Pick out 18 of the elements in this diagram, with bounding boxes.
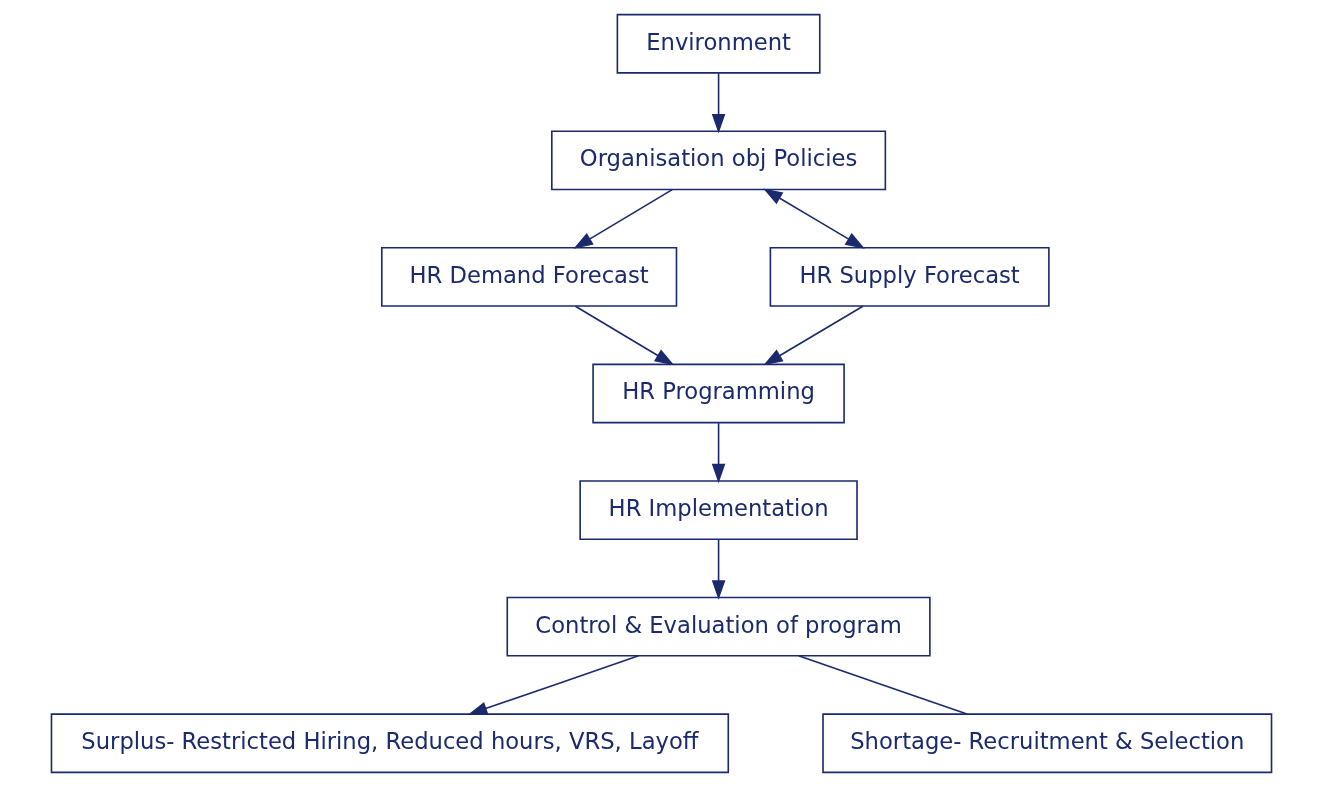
node-box: Environment bbox=[616, 13, 821, 74]
arrow bbox=[762, 188, 865, 249]
connector bbox=[797, 655, 968, 715]
arrow bbox=[762, 305, 864, 366]
arrow bbox=[711, 538, 725, 600]
node-box: Surplus- Restricted Hiring, Reduced hours, VRS, Layoff bbox=[50, 713, 729, 774]
arrow bbox=[467, 655, 639, 715]
node-box: Control & Evaluation of program bbox=[505, 596, 931, 657]
arrow bbox=[711, 72, 725, 134]
arrow bbox=[574, 305, 674, 366]
arrow bbox=[711, 422, 725, 484]
node-box: HR Supply Forecast bbox=[769, 246, 1050, 307]
node-box: Shortage- Recruitment & Selection bbox=[821, 713, 1272, 774]
node-box: HR Implementation bbox=[578, 480, 858, 541]
node-box: Organisation obj Policies bbox=[550, 130, 886, 191]
arrow bbox=[573, 188, 673, 249]
node-box: HR Demand Forecast bbox=[380, 246, 677, 307]
node-box: HR Programming bbox=[591, 363, 845, 424]
